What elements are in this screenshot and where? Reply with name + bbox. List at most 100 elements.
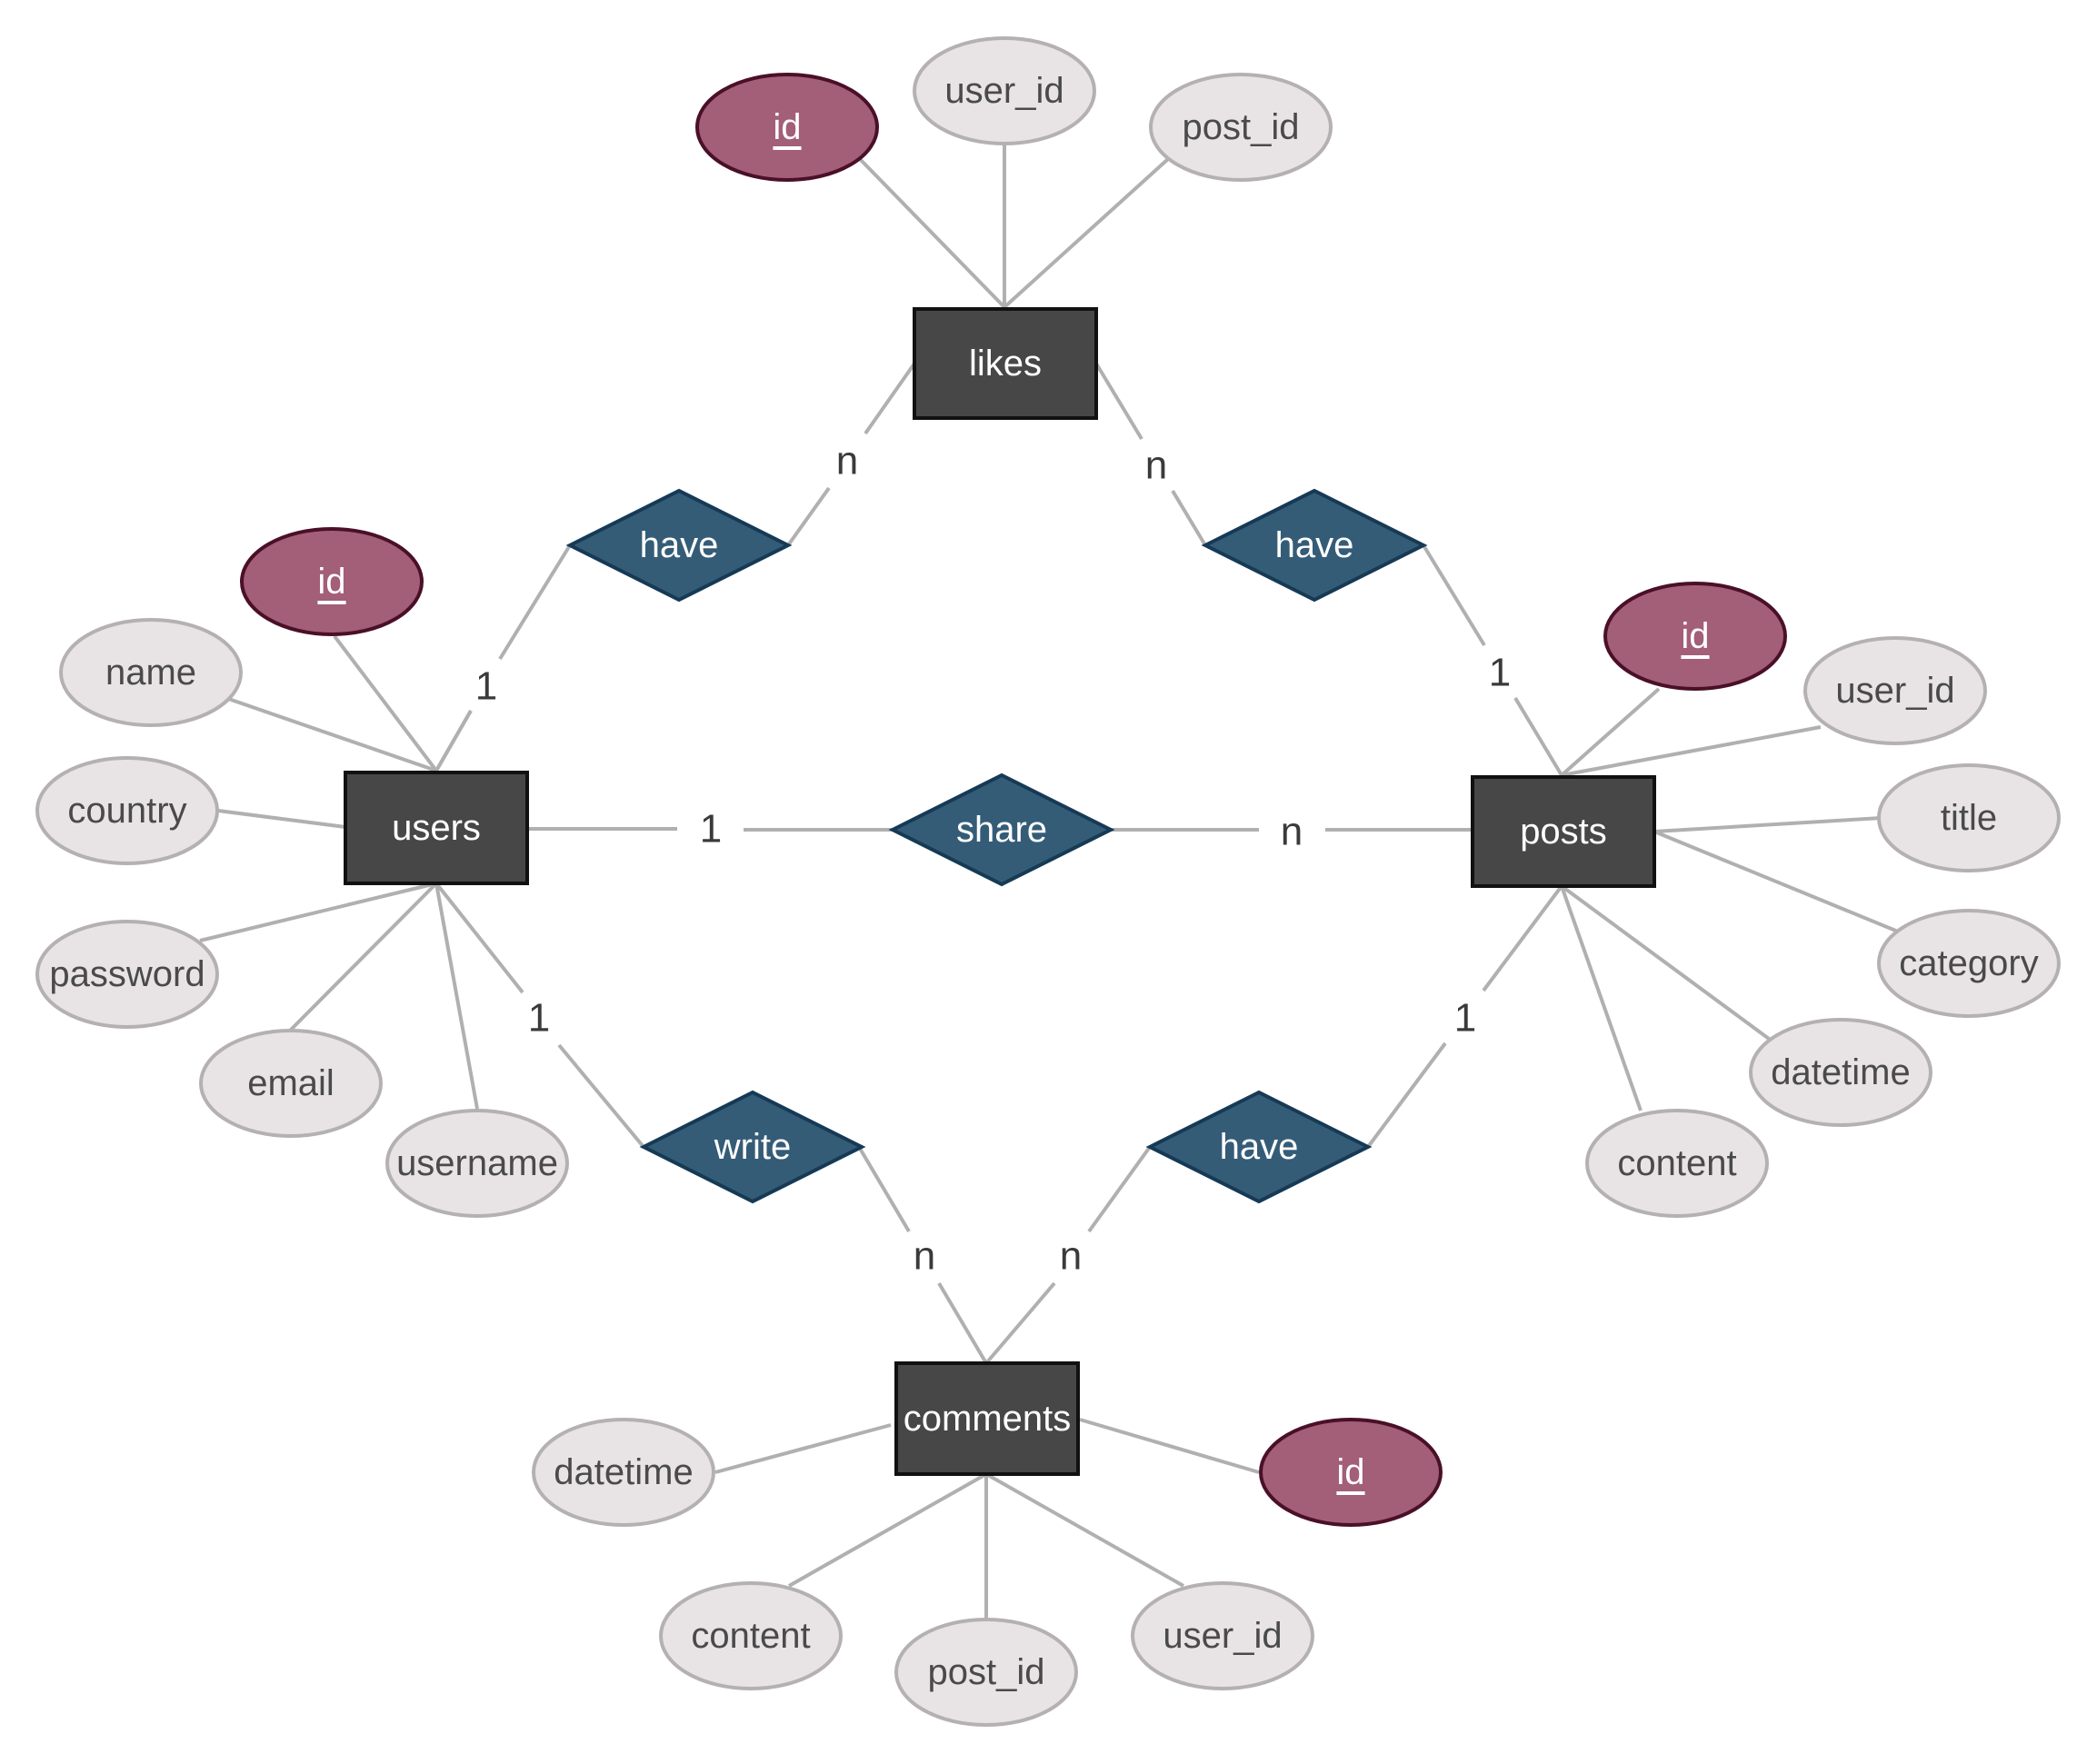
line-users-have-a bbox=[434, 710, 473, 772]
attribute-label: user_id bbox=[1835, 671, 1954, 711]
entity-shape bbox=[344, 771, 529, 885]
attribute-posts-title: title bbox=[1877, 763, 2061, 872]
cardinality-posts-share: n bbox=[1281, 810, 1303, 854]
line-posts-category bbox=[1653, 830, 1899, 933]
attribute-users-name: name bbox=[59, 618, 243, 727]
attribute-posts-content: content bbox=[1585, 1109, 1769, 1218]
line-have-likes-b bbox=[864, 362, 916, 435]
key-attribute-shape bbox=[695, 73, 879, 182]
attribute-shape bbox=[894, 1618, 1078, 1727]
line-posts-title bbox=[1653, 816, 1882, 833]
relationship-label: have bbox=[640, 525, 719, 565]
line-have-likes-a bbox=[786, 486, 831, 547]
cardinality-users-share: 1 bbox=[700, 807, 722, 852]
relationship-users-posts: share bbox=[888, 772, 1115, 887]
line-comments-id bbox=[1079, 1418, 1260, 1474]
line-write-comments-a bbox=[857, 1145, 911, 1233]
relationships: have have share write have bbox=[565, 488, 1428, 1204]
entity-shape bbox=[894, 1361, 1080, 1476]
line-users-username bbox=[434, 882, 479, 1110]
attribute-label: title bbox=[1941, 798, 1997, 838]
attribute-label: user_id bbox=[1163, 1616, 1282, 1656]
attribute-shape bbox=[59, 618, 243, 727]
attribute-posts-user-id: user_id bbox=[1803, 636, 1987, 745]
cardinality-posts-likes: 1 bbox=[1489, 651, 1511, 695]
attribute-key-users-id: id bbox=[240, 527, 424, 636]
attribute-label: username bbox=[396, 1143, 558, 1183]
attribute-shape bbox=[659, 1581, 843, 1690]
line-users-write-b bbox=[557, 1043, 645, 1149]
attribute-shape bbox=[1803, 636, 1987, 745]
line-comments-datetime bbox=[714, 1423, 892, 1474]
attribute-comments-content: content bbox=[659, 1581, 843, 1690]
cardinality-likes-users: n bbox=[836, 439, 858, 483]
attribute-label: datetime bbox=[1771, 1052, 1910, 1092]
attribute-likes-post-id: post_id bbox=[1149, 73, 1333, 182]
attribute-shape bbox=[532, 1418, 715, 1527]
attributes-posts: id user_id title category datetime conte… bbox=[1585, 582, 2061, 1218]
line-users-country bbox=[217, 809, 346, 829]
key-attribute-shape bbox=[1603, 582, 1787, 691]
attribute-users-password: password bbox=[35, 920, 219, 1029]
attributes-comments: datetime id content post_id user_id bbox=[532, 1418, 1443, 1727]
line-have-posts-a bbox=[1422, 543, 1486, 647]
relationship-shape bbox=[1201, 488, 1428, 603]
relationship-label: have bbox=[1220, 1127, 1299, 1167]
attribute-shape bbox=[1585, 1109, 1769, 1218]
line-posts-id bbox=[1560, 687, 1661, 777]
relationship-label: have bbox=[1275, 525, 1354, 565]
attribute-label: category bbox=[1899, 943, 2038, 983]
attributes-likes: id user_id post_id bbox=[695, 36, 1333, 182]
line-comments-content bbox=[788, 1472, 987, 1588]
attribute-likes-user-id: user_id bbox=[913, 36, 1096, 145]
line-users-name bbox=[217, 693, 437, 772]
relationship-posts-comments: have bbox=[1145, 1090, 1373, 1204]
line-posts-have-a bbox=[1482, 884, 1563, 992]
attribute-comments-post-id: post_id bbox=[894, 1618, 1078, 1727]
entity-label: likes bbox=[969, 344, 1042, 384]
attribute-label: country bbox=[67, 791, 186, 831]
entity-comments: comments bbox=[894, 1361, 1080, 1476]
attribute-shape bbox=[1131, 1581, 1314, 1690]
entity-posts: posts bbox=[1471, 775, 1656, 888]
line-users-have-b bbox=[498, 543, 572, 661]
line-users-write-a bbox=[434, 882, 524, 994]
cardinality-users-write: 1 bbox=[528, 996, 550, 1041]
entity-shape bbox=[1471, 775, 1656, 888]
attribute-label: password bbox=[49, 954, 205, 994]
relationship-label: share bbox=[956, 810, 1047, 850]
attribute-shape bbox=[1877, 909, 2061, 1018]
key-attribute-label: id bbox=[773, 107, 801, 147]
line-have-posts-b bbox=[1513, 696, 1563, 777]
entity-likes: likes bbox=[913, 307, 1098, 420]
attribute-comments-user-id: user_id bbox=[1131, 1581, 1314, 1690]
attribute-label: datetime bbox=[554, 1452, 693, 1492]
attribute-comments-datetime: datetime bbox=[532, 1418, 715, 1527]
line-posts-content bbox=[1560, 885, 1643, 1111]
attribute-label: post_id bbox=[1183, 107, 1300, 147]
entity-label: comments bbox=[904, 1399, 1072, 1439]
attribute-key-likes-id: id bbox=[695, 73, 879, 182]
cardinality-posts-have: 1 bbox=[1454, 996, 1476, 1041]
cardinality-comments-write: n bbox=[914, 1234, 935, 1279]
key-attribute-shape bbox=[240, 527, 424, 636]
relationship-users-likes: have bbox=[565, 488, 793, 603]
line-comments-user-id bbox=[985, 1472, 1184, 1588]
cardinalities: n n 1 1 1 n 1 1 n n bbox=[475, 439, 1511, 1279]
attribute-label: name bbox=[105, 653, 196, 693]
line-users-password bbox=[199, 882, 437, 942]
attribute-shape bbox=[385, 1109, 569, 1218]
attribute-users-country: country bbox=[35, 756, 219, 865]
attribute-posts-datetime: datetime bbox=[1749, 1018, 1932, 1127]
line-users-email bbox=[289, 882, 438, 1031]
relationship-label: write bbox=[714, 1127, 791, 1167]
entities: likes users posts comments bbox=[344, 307, 1656, 1476]
key-attribute-label: id bbox=[1681, 616, 1709, 656]
attribute-key-posts-id: id bbox=[1603, 582, 1787, 691]
attribute-key-comments-id: id bbox=[1259, 1418, 1443, 1527]
entity-label: users bbox=[392, 808, 481, 848]
cardinality-comments-have: n bbox=[1060, 1234, 1082, 1279]
line-likes-id bbox=[858, 157, 1006, 309]
connector-lines bbox=[199, 143, 1899, 1618]
